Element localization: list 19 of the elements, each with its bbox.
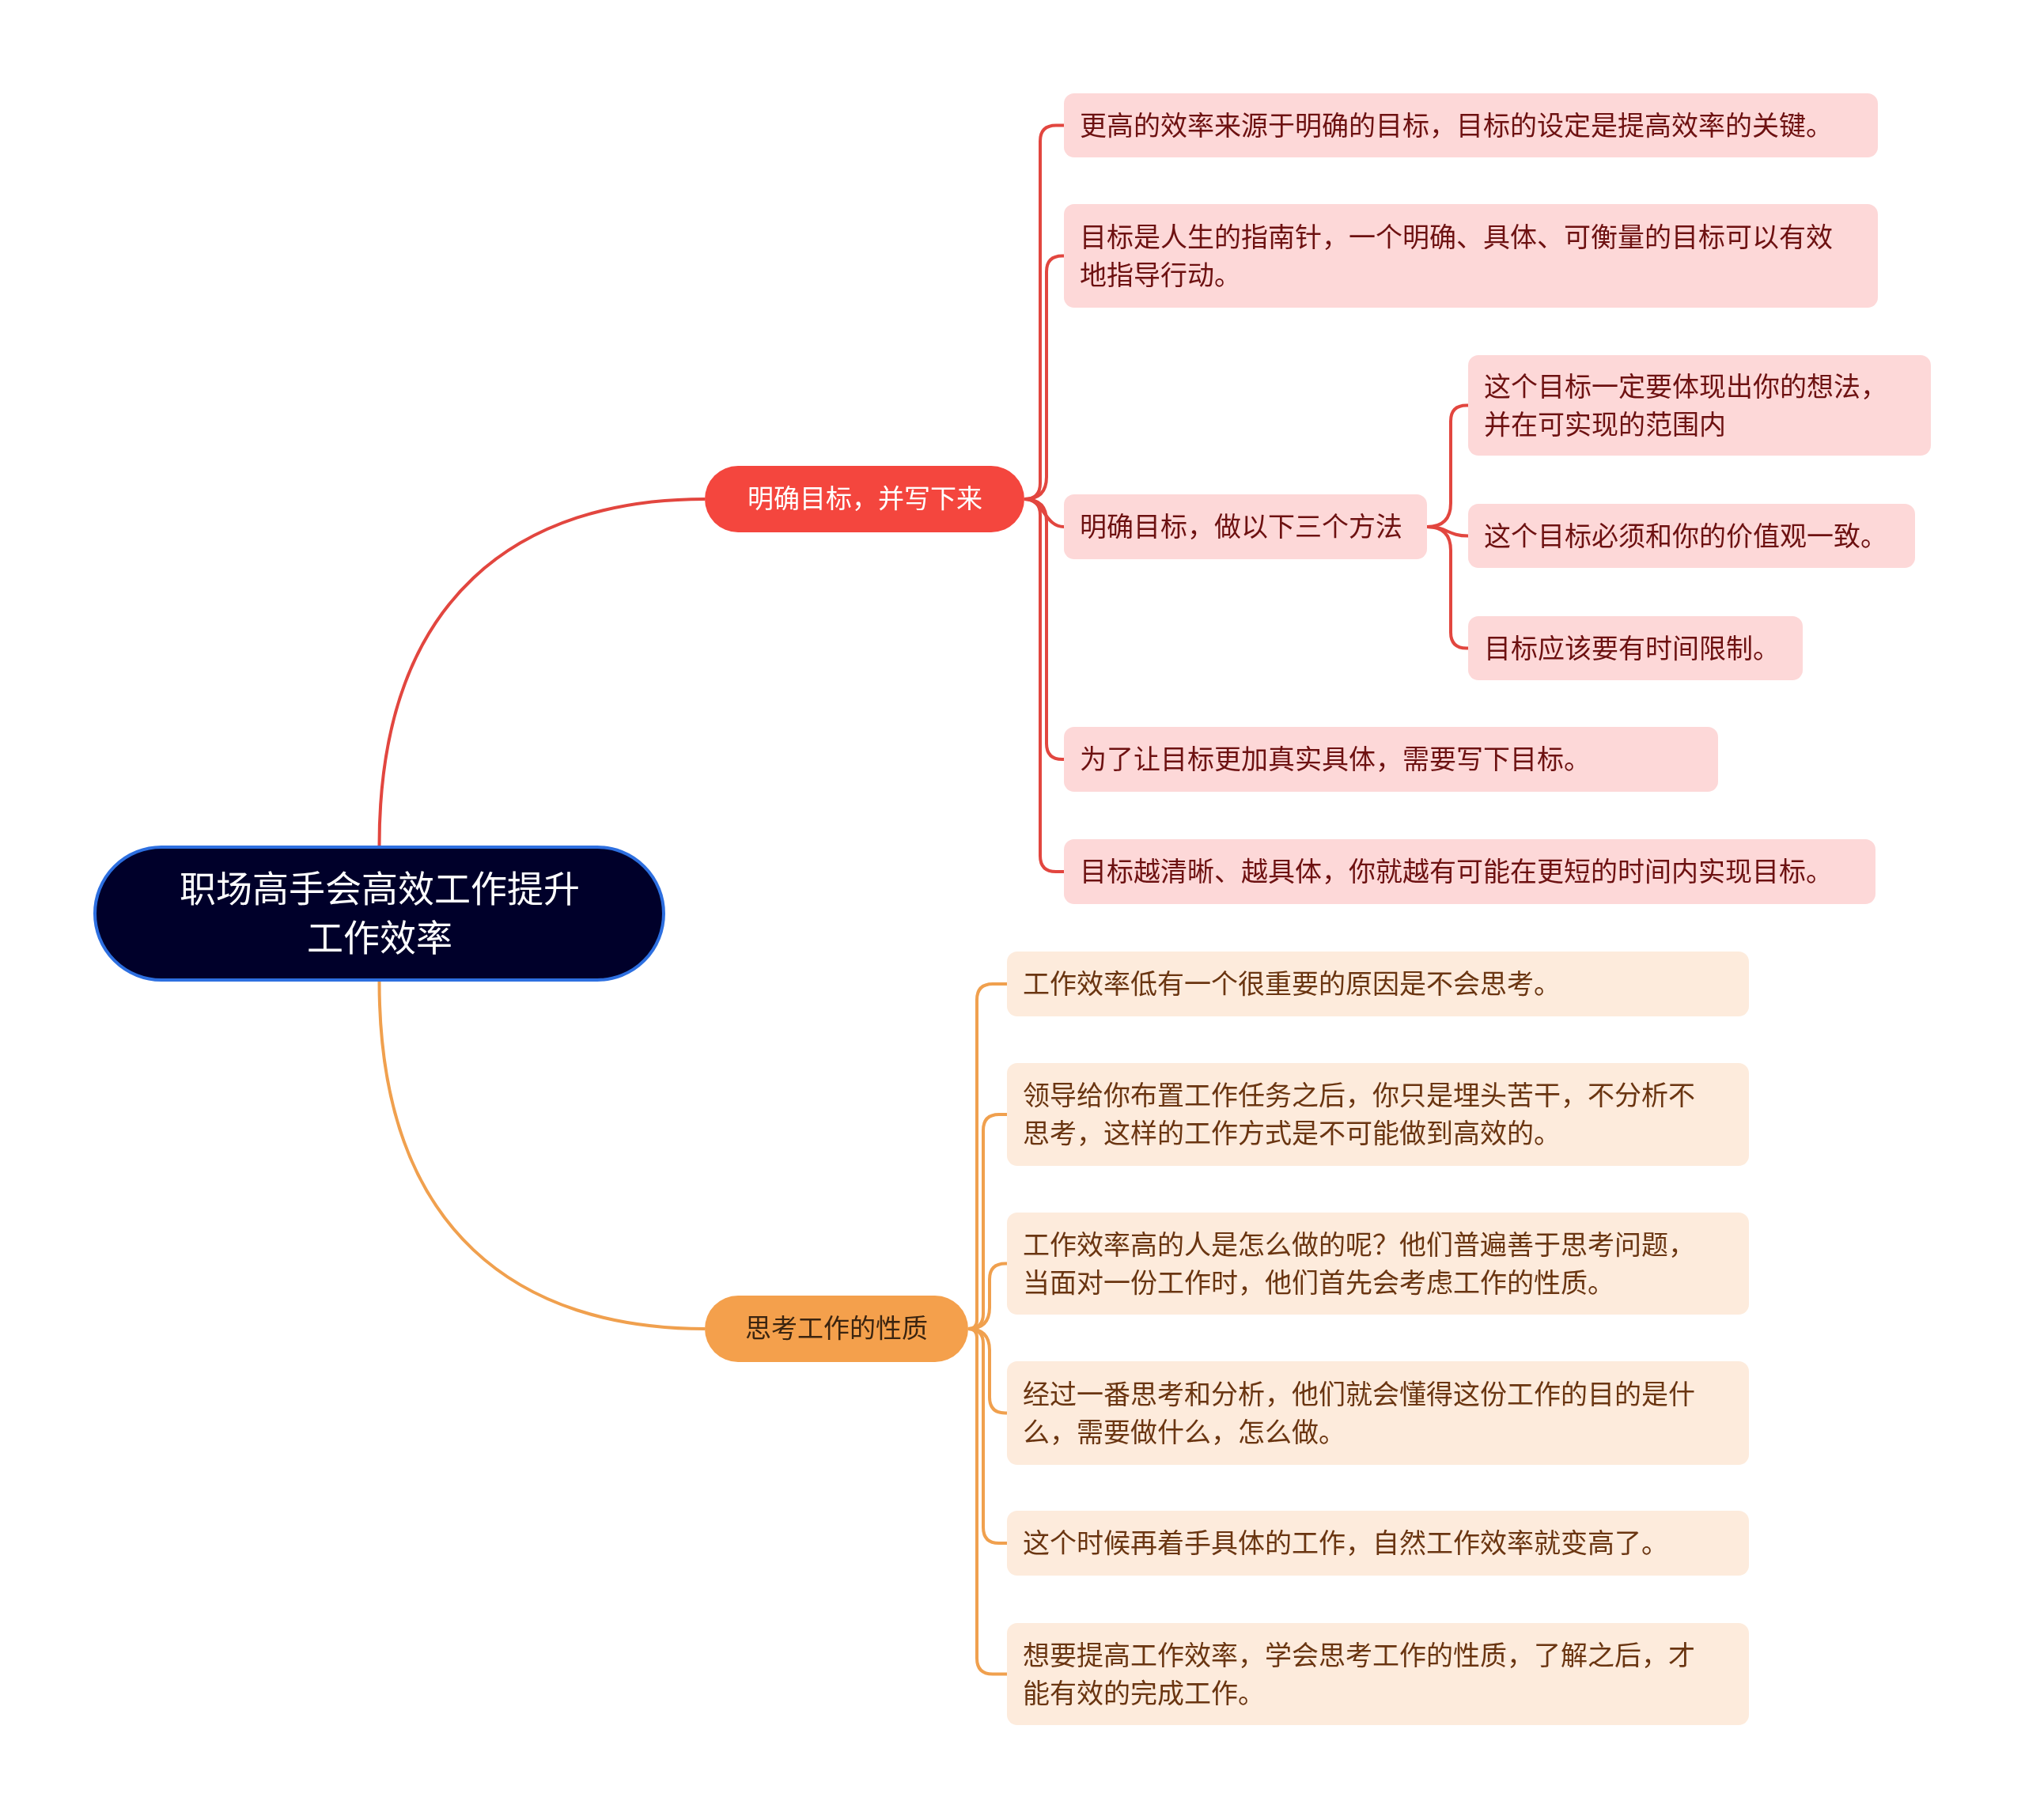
subtopic-box: 目标应该要有时间限制。 bbox=[1468, 616, 1803, 680]
subtopic-box: 目标是人生的指南针，一个明确、具体、可衡量的目标可以有效地指导行动。 bbox=[1064, 204, 1878, 308]
subtopic-box: 想要提高工作效率，学会思考工作的性质，了解之后，才能有效的完成工作。 bbox=[1007, 1623, 1749, 1725]
subtopic-box: 目标越清晰、越具体，你就越有可能在更短的时间内实现目标。 bbox=[1064, 839, 1875, 904]
subtopic-box: 这个时候再着手具体的工作，自然工作效率就变高了。 bbox=[1007, 1511, 1749, 1576]
connector-line bbox=[377, 498, 706, 846]
subtopic-box: 工作效率低有一个很重要的原因是不会思考。 bbox=[1007, 952, 1749, 1016]
branch-topic: 明确目标，并写下来 bbox=[705, 466, 1024, 532]
subtopic-box: 更高的效率来源于明确的目标，目标的设定是提高效率的关键。 bbox=[1064, 93, 1878, 157]
central-topic: 职场高手会高效工作提升工作效率 bbox=[93, 846, 665, 982]
subtopic-box: 为了让目标更加真实具体，需要写下目标。 bbox=[1064, 727, 1718, 792]
subtopic-box: 经过一番思考和分析，他们就会懂得这份工作的目的是什么，需要做什么，怎么做。 bbox=[1007, 1361, 1749, 1465]
subtopic-box: 工作效率高的人是怎么做的呢？他们普遍善于思考问题，当面对一份工作时，他们首先会考虑工作的性质。 bbox=[1007, 1213, 1749, 1315]
subtopic-box: 这个目标必须和你的价值观一致。 bbox=[1468, 504, 1915, 568]
subtopic-box: 明确目标，做以下三个方法 bbox=[1064, 494, 1427, 559]
subtopic-box: 领导给你布置工作任务之后，你只是埋头苦干，不分析不思考，这样的工作方式是不可能做到高效的。 bbox=[1007, 1063, 1749, 1166]
subtopic-box: 这个目标一定要体现出你的想法，并在可实现的范围内 bbox=[1468, 355, 1931, 456]
branch-topic: 思考工作的性质 bbox=[705, 1296, 968, 1362]
connector-line bbox=[377, 981, 706, 1330]
